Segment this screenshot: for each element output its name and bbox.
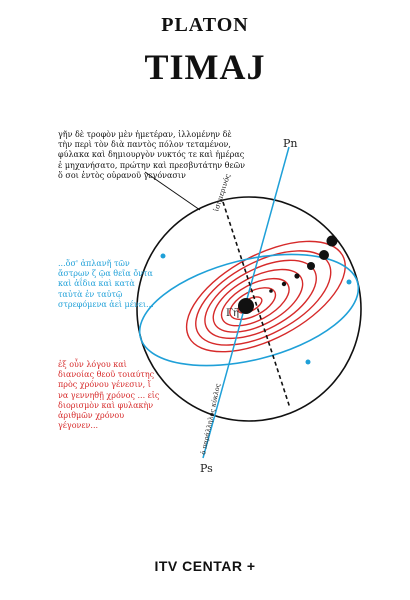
equator-point xyxy=(160,253,166,259)
dashed-axis xyxy=(222,201,291,409)
planet xyxy=(319,250,329,260)
quote-fixed-stars: ...ὅσ' ἀπλανῆ τῶν ἄστρων ζ ῷα θεῖα ὄντα … xyxy=(58,259,154,309)
south-pole-label: Ps xyxy=(200,462,213,475)
north-pole-label: Pn xyxy=(283,137,298,150)
earth xyxy=(238,298,254,314)
equator-point xyxy=(305,359,311,365)
planetary-orbits xyxy=(185,240,346,353)
planet xyxy=(294,273,300,279)
celestial-equator xyxy=(138,253,360,367)
quote-earth: γῆν δὲ τροφὸν μὲν ἡμετέραν, ἰλλομένην δὲ… xyxy=(58,130,245,180)
solid-axis-label: ὁ παράλληλος κύκλος xyxy=(198,382,222,455)
planet xyxy=(307,262,315,270)
orbit-2 xyxy=(229,287,277,321)
quote-time: ἐξ οὖν λόγου καὶ διανοίας θεοῦ τοιαύτης … xyxy=(58,360,160,431)
leader-line xyxy=(144,171,201,211)
author-name: PLATON xyxy=(161,14,249,36)
equator-point xyxy=(346,279,352,285)
book-title: TIMAJ xyxy=(144,47,266,87)
orbit-4 xyxy=(212,268,304,333)
publisher-name: ITV CENTAR + xyxy=(154,558,256,574)
celestial-sphere xyxy=(136,196,362,422)
orbit-6 xyxy=(195,250,332,346)
orbit-3 xyxy=(220,277,290,327)
earth-label: Γῆ xyxy=(226,308,239,319)
planet xyxy=(269,289,273,293)
planet xyxy=(281,281,287,287)
planet xyxy=(326,235,338,247)
orbit-5 xyxy=(204,259,317,340)
